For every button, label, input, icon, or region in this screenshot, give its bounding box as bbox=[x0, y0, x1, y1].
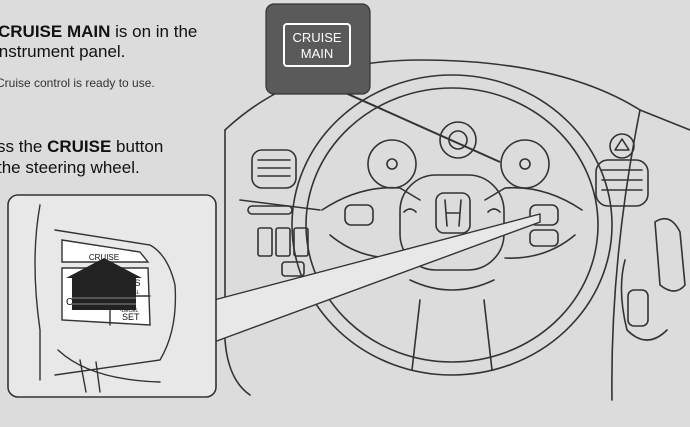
fuel-gauge bbox=[501, 140, 549, 188]
indicator-text-1: CRUISE bbox=[292, 30, 341, 45]
left-spoke-buttons bbox=[345, 205, 373, 225]
speedometer-gauge bbox=[440, 122, 476, 158]
gear-shifter-icon bbox=[655, 219, 685, 291]
hazard-button-icon bbox=[610, 134, 634, 158]
steering-wheel-outer bbox=[292, 75, 612, 375]
inset-callout-wedge bbox=[214, 214, 540, 342]
right-vent-icon bbox=[596, 160, 648, 206]
indicator-text-2: MAIN bbox=[301, 46, 334, 61]
tachometer-gauge bbox=[368, 140, 416, 188]
dashboard-left-edge bbox=[225, 130, 250, 395]
left-vent-icon bbox=[252, 150, 296, 188]
inset-set-label: SET bbox=[122, 312, 140, 322]
